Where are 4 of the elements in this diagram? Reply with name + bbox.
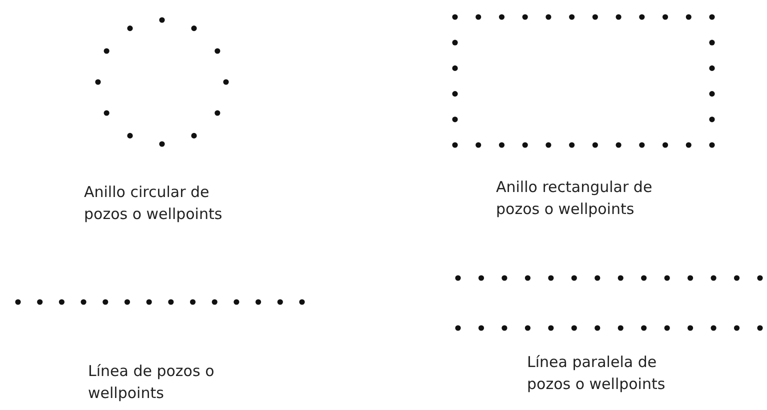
caption-text: Línea de pozos o wellpoints	[88, 361, 216, 404]
caption-text: Anillo rectangular de pozos o wellpoints	[496, 177, 654, 220]
caption-text: Anillo circular de pozos o wellpoints	[84, 182, 224, 225]
caption-text: Línea paralela de pozos o wellpoints	[527, 352, 666, 395]
